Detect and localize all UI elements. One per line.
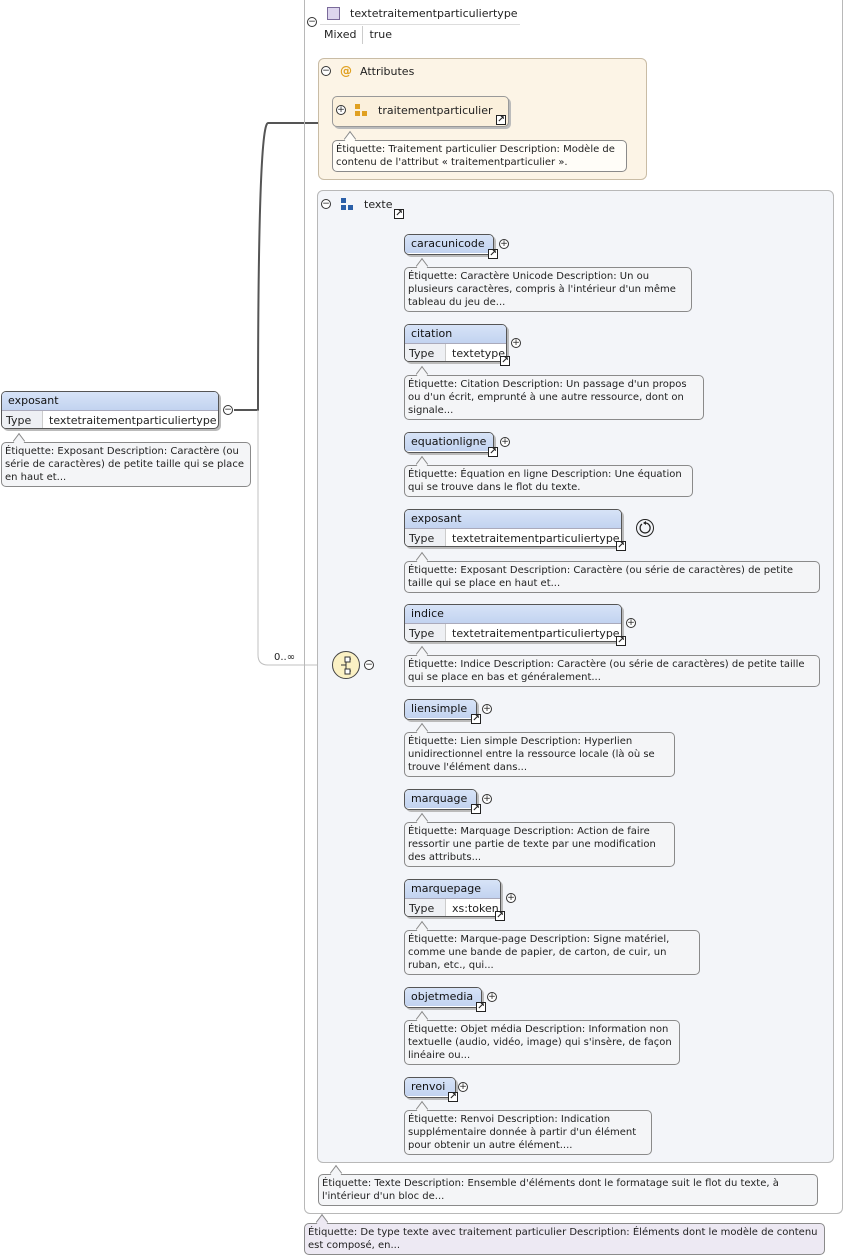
- group-collapse-icon[interactable]: −: [321, 199, 331, 209]
- complex-type-panel: [304, 0, 843, 1214]
- child-doc: Étiquette: Marquage Description: Action …: [404, 822, 675, 867]
- child-doc: Étiquette: Citation Description: Un pass…: [404, 375, 704, 420]
- root-element[interactable]: exposant Type textetraitementparticulier…: [1, 391, 219, 429]
- group-doc: Étiquette: Texte Description: Ensemble d…: [318, 1174, 818, 1206]
- child-link-icon[interactable]: ↗: [616, 636, 626, 646]
- child-expand-icon[interactable]: +: [506, 893, 516, 903]
- child-name: objetmedia: [405, 988, 481, 1006]
- group-icon: [341, 198, 354, 211]
- child-link-icon[interactable]: ↗: [471, 804, 481, 814]
- child-doc: Étiquette: Lien simple Description: Hype…: [404, 732, 675, 777]
- type-value: xs:token: [452, 902, 499, 915]
- child-expand-icon[interactable]: +: [511, 338, 521, 348]
- child-name: renvoi: [405, 1078, 455, 1096]
- type-label: Type: [405, 529, 446, 546]
- child-doc: Étiquette: Caractère Unicode Description…: [404, 267, 692, 312]
- mixed-row: Mixed true: [320, 26, 392, 44]
- child-name: citation: [405, 325, 506, 343]
- child-name: liensimple: [405, 700, 476, 718]
- child-doc: Étiquette: Équation en ligne Description…: [404, 465, 693, 497]
- child-doc: Étiquette: Marque-page Description: Sign…: [404, 930, 700, 975]
- attribute-traitementparticulier[interactable]: traitementparticulier: [332, 96, 509, 127]
- type-label: Type: [405, 624, 446, 641]
- type-value: textetype: [452, 347, 506, 360]
- child-type-row: Type xs:token: [405, 898, 500, 916]
- type-label: Type: [405, 899, 446, 916]
- group-name: texte: [364, 198, 393, 211]
- cardinality-label: 0..∞: [274, 652, 296, 663]
- child-link-icon[interactable]: ↗: [488, 249, 498, 259]
- attribute-name: traitementparticulier: [378, 104, 493, 117]
- child-expand-icon[interactable]: +: [458, 1082, 468, 1092]
- child-link-icon[interactable]: ↗: [500, 356, 510, 366]
- child-name: equationligne: [405, 433, 493, 451]
- child-liensimple[interactable]: liensimple: [404, 699, 477, 720]
- type-label: Type: [2, 411, 43, 428]
- child-expand-icon[interactable]: +: [487, 992, 497, 1002]
- child-marquage[interactable]: marquage: [404, 789, 477, 810]
- child-name: marquepage: [405, 880, 500, 898]
- child-type-row: Type textetype: [405, 343, 506, 361]
- child-citation[interactable]: citation Type textetype: [404, 324, 507, 362]
- child-objetmedia[interactable]: objetmedia: [404, 987, 482, 1008]
- complex-type-icon: [327, 7, 340, 20]
- attribute-icon: [355, 104, 368, 117]
- root-doc: Étiquette: Exposant Description: Caractè…: [1, 442, 251, 487]
- child-doc: Étiquette: Objet média Description: Info…: [404, 1020, 680, 1065]
- attribute-link-icon[interactable]: ↗: [496, 115, 506, 125]
- child-name: exposant: [405, 510, 621, 528]
- attribute-expand-icon[interactable]: +: [336, 105, 346, 115]
- child-link-icon[interactable]: ↗: [471, 714, 481, 724]
- recursion-icon[interactable]: [636, 519, 654, 537]
- child-name: marquage: [405, 790, 476, 808]
- child-expand-icon[interactable]: +: [482, 704, 492, 714]
- mixed-label: Mixed: [320, 26, 364, 44]
- type-value: textetraitementparticuliertype: [452, 532, 620, 545]
- child-renvoi[interactable]: renvoi: [404, 1077, 456, 1098]
- child-doc: Étiquette: Indice Description: Caractère…: [404, 655, 820, 687]
- child-equationligne[interactable]: equationligne: [404, 432, 494, 453]
- root-type-row: Type textetraitementparticuliertype: [2, 410, 218, 428]
- type-label: Type: [405, 344, 446, 361]
- child-exposant[interactable]: exposant Type textetraitementparticuliert…: [404, 509, 622, 547]
- child-type-row: Type textetraitementparticuliertype: [405, 528, 621, 546]
- root-collapse-icon[interactable]: −: [223, 405, 233, 415]
- root-element-name: exposant: [2, 392, 218, 410]
- choice-collapse-icon[interactable]: −: [364, 660, 374, 670]
- child-expand-icon[interactable]: +: [626, 618, 636, 628]
- child-link-icon[interactable]: ↗: [616, 541, 626, 551]
- child-type-row: Type textetraitementparticuliertype: [405, 623, 621, 641]
- attributes-collapse-icon[interactable]: −: [321, 66, 331, 76]
- child-expand-icon[interactable]: +: [500, 437, 510, 447]
- child-link-icon[interactable]: ↗: [495, 911, 505, 921]
- child-name: indice: [405, 605, 621, 623]
- complex-type-collapse-icon[interactable]: −: [307, 17, 317, 27]
- child-expand-icon[interactable]: +: [482, 794, 492, 804]
- child-doc: Étiquette: Renvoi Description: Indicatio…: [404, 1110, 652, 1155]
- group-link-icon[interactable]: ↗: [394, 209, 404, 219]
- child-link-icon[interactable]: ↗: [448, 1092, 458, 1102]
- child-link-icon[interactable]: ↗: [488, 447, 498, 457]
- at-icon: @: [340, 64, 352, 78]
- attribute-doc: Étiquette: Traitement particulier Descri…: [332, 140, 627, 172]
- complex-type-underline: [320, 24, 520, 25]
- type-value: textetraitementparticuliertype: [49, 414, 217, 427]
- mixed-value: true: [369, 28, 393, 41]
- child-doc: Étiquette: Exposant Description: Caractè…: [404, 561, 820, 593]
- child-indice[interactable]: indice Type textetraitementparticuliertyp…: [404, 604, 622, 642]
- choice-compositor-icon[interactable]: [332, 651, 360, 679]
- child-expand-icon[interactable]: +: [499, 239, 509, 249]
- type-value: textetraitementparticuliertype: [452, 627, 620, 640]
- child-link-icon[interactable]: ↗: [476, 1002, 486, 1012]
- child-name: caracunicode: [405, 235, 493, 253]
- complex-type-doc: Étiquette: De type texte avec traitement…: [304, 1223, 825, 1255]
- child-caracunicode[interactable]: caracunicode: [404, 234, 494, 255]
- complex-type-name: textetraitementparticuliertype: [350, 7, 518, 20]
- child-marquepage[interactable]: marquepage Type xs:token: [404, 879, 501, 917]
- attributes-label: Attributes: [360, 65, 415, 78]
